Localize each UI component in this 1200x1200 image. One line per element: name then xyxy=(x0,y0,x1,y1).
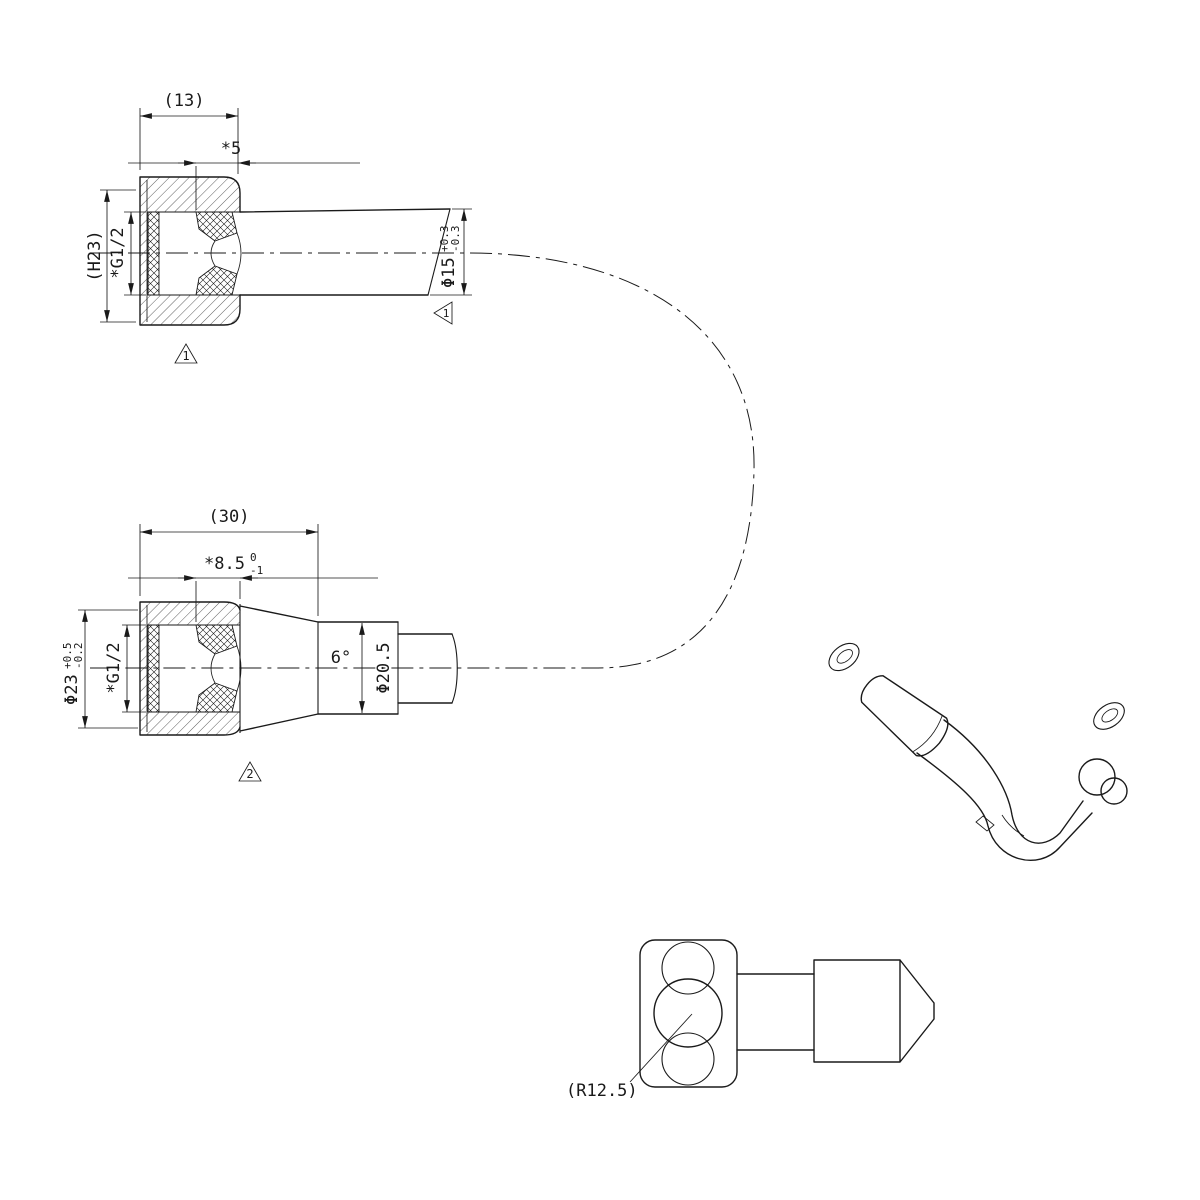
washer-right xyxy=(1093,702,1125,730)
dimension-insert-depth: *5 xyxy=(128,139,360,210)
dimension-insert-depth: *8.5 0 -1 xyxy=(128,551,378,622)
hose-centerline xyxy=(90,252,755,669)
note-number: 1 xyxy=(443,307,450,320)
diameter-label: Φ20.5 xyxy=(374,642,394,693)
dimension-label: *8.5 xyxy=(204,554,245,574)
note-triangle-body: 2 xyxy=(238,761,262,782)
hose-lower-edge xyxy=(916,752,1093,862)
gasket-top xyxy=(195,624,238,655)
gasket-top xyxy=(195,211,238,242)
cone-connector-section-view: (30) *8.5 0 -1 Φ23 +0.5 -0.2 xyxy=(61,507,458,782)
note-number: 2 xyxy=(246,767,253,781)
seat-curve-inner xyxy=(210,653,216,684)
spout-outline xyxy=(813,959,935,1063)
dimension-pipe-diameter: Φ15 +0.3 -0.3 xyxy=(430,208,472,296)
seat-curve-outer xyxy=(236,232,242,275)
body-hatch xyxy=(140,602,240,735)
port-circle-bottom xyxy=(661,1032,715,1086)
end-nut-small-face xyxy=(1100,777,1128,805)
dimension-thread: *G1/2 xyxy=(108,211,146,296)
hose-clip-detail xyxy=(975,815,995,832)
hose-crease-line xyxy=(1001,814,1025,837)
thread-label: *G1/2 xyxy=(108,227,128,278)
thread-label: *G1/2 xyxy=(104,642,124,693)
washer-top xyxy=(828,642,860,672)
port-circle-middle xyxy=(653,978,723,1048)
tolerance-upper: +0.3 xyxy=(438,226,451,253)
note-number: 1 xyxy=(182,349,189,363)
note-triangle-icon xyxy=(174,343,198,364)
gasket-bottom xyxy=(195,682,238,713)
seat-curve-outer xyxy=(236,645,242,692)
washer-inner-ring xyxy=(836,649,853,664)
pipe-end-break-line xyxy=(427,208,451,296)
dimension-overall-length: (30) xyxy=(139,507,319,616)
washer-outer-ring xyxy=(1093,702,1125,730)
note-triangle-pipe: 1 xyxy=(433,301,453,325)
radius-label: (R12.5) xyxy=(566,1081,638,1101)
note-triangle-body: 1 xyxy=(174,343,198,364)
diameter-label: Φ15 xyxy=(439,257,459,288)
dimension-cone-diameter: Φ20.5 xyxy=(359,623,394,713)
pipe-top-line xyxy=(239,208,451,213)
diameter-label: Φ23 xyxy=(62,674,82,705)
gasket-bottom xyxy=(195,265,238,296)
top-connector-section-view: (13) *5 (H23) *G1/2 xyxy=(85,91,472,364)
tolerance-lower: -0.3 xyxy=(449,226,462,253)
tolerance-upper: +0.5 xyxy=(61,643,74,670)
dimension-thread: *G1/2 xyxy=(104,624,146,713)
seat-curve-inner xyxy=(210,240,216,267)
body-outline xyxy=(139,176,241,326)
thread-section xyxy=(147,211,160,296)
hose-assembly-illustration xyxy=(828,642,1128,862)
conical-fitting-lip xyxy=(912,715,943,753)
elbow-body xyxy=(639,939,738,1088)
radius-leader-line xyxy=(629,1013,693,1083)
end-nut-large-face xyxy=(1078,758,1116,796)
note-triangle-icon xyxy=(238,761,262,782)
tolerance-upper: 0 xyxy=(250,551,257,564)
tolerance-lower: -1 xyxy=(250,564,263,577)
dimension-outer-diameter: Φ23 +0.5 -0.2 xyxy=(61,609,138,729)
washer-outer-ring xyxy=(828,642,860,672)
cone-bottom-line xyxy=(239,713,319,732)
dimension-label: (H23) xyxy=(85,230,105,281)
dimension-label: (30) xyxy=(209,507,250,527)
dimension-label: *5 xyxy=(221,139,241,159)
conical-fitting-outline xyxy=(860,675,949,757)
tolerance-lower: -0.2 xyxy=(72,643,85,670)
dimension-height: (H23) xyxy=(85,189,136,323)
cone-top-line xyxy=(239,605,319,623)
body-outline xyxy=(139,601,241,736)
elbow-fitting-view: (R12.5) xyxy=(566,939,935,1101)
cone-angle-label: 6° xyxy=(331,648,351,668)
hose-upper-edge xyxy=(943,719,1084,844)
stub-end-break-line xyxy=(451,633,458,704)
thread-section xyxy=(147,624,160,713)
washer-inner-ring xyxy=(1101,708,1119,723)
note-triangle-icon xyxy=(433,301,453,325)
conical-fitting xyxy=(860,675,949,757)
dimension-label: (13) xyxy=(164,91,205,111)
port-circle-top xyxy=(661,941,715,995)
